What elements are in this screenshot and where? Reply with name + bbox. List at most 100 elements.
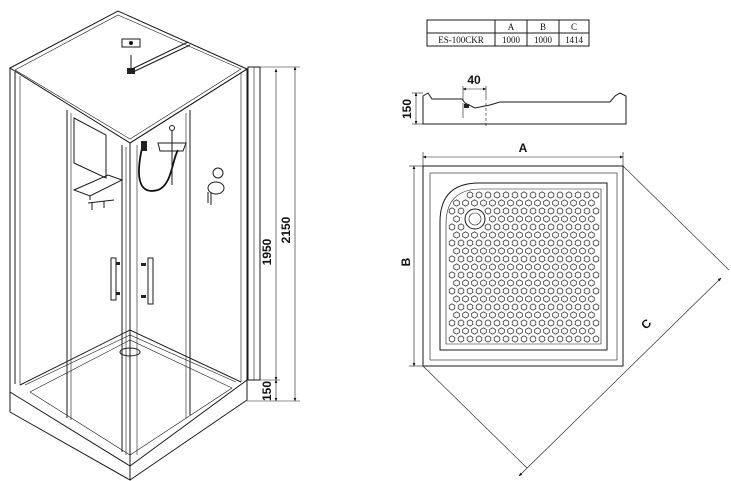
anti-slip-cell [538, 223, 546, 231]
anti-slip-cell [507, 279, 514, 287]
anti-slip-cell [574, 303, 582, 311]
anti-slip-cell [570, 231, 577, 239]
width-label: A [519, 141, 528, 155]
anti-slip-cell [498, 279, 505, 287]
anti-slip-cell [462, 311, 469, 319]
anti-slip-cell [466, 255, 474, 263]
anti-slip-cell [475, 335, 483, 343]
anti-slip-cell [588, 215, 595, 223]
anti-slip-cell [579, 327, 586, 335]
anti-slip-cell [588, 279, 595, 287]
anti-slip-cell [543, 279, 550, 287]
anti-slip-cell [556, 303, 564, 311]
anti-slip-cell [480, 279, 487, 287]
anti-slip-cell [493, 223, 501, 231]
anti-slip-cell [592, 319, 600, 327]
anti-slip-cell [520, 287, 528, 295]
anti-slip-cell [511, 191, 519, 199]
anti-slip-cell [525, 311, 532, 319]
profile-height-label: 150 [400, 99, 414, 119]
anti-slip-cell [507, 215, 514, 223]
anti-slip-cell [516, 231, 523, 239]
anti-slip-cell [556, 255, 564, 263]
anti-slip-cell [453, 311, 460, 319]
anti-slip-cell [511, 319, 519, 327]
anti-slip-cell [592, 239, 600, 247]
anti-slip-cell [516, 327, 523, 335]
anti-slip-cell [493, 207, 501, 215]
anti-slip-cell [588, 247, 595, 255]
anti-slip-cell [592, 287, 600, 295]
table-header-a: A [508, 22, 515, 32]
anti-slip-cell [583, 287, 591, 295]
anti-slip-cell [502, 239, 510, 247]
anti-slip-cell [525, 231, 532, 239]
anti-slip-cell [552, 327, 559, 335]
anti-slip-cell [511, 239, 519, 247]
anti-slip-cell [489, 247, 496, 255]
anti-slip-cell [556, 223, 564, 231]
anti-slip-cell [565, 303, 573, 311]
anti-slip-cell [453, 327, 460, 335]
anti-slip-cell [588, 295, 595, 303]
anti-slip-cell [565, 255, 573, 263]
anti-slip-cell [475, 255, 483, 263]
anti-slip-cell [592, 335, 600, 343]
anti-slip-cell [502, 319, 510, 327]
table-cell-c: 1414 [565, 35, 584, 45]
anti-slip-cell [462, 295, 469, 303]
anti-slip-cell [543, 263, 550, 271]
anti-slip-cell [534, 295, 541, 303]
anti-slip-cell [570, 295, 577, 303]
anti-slip-cell [462, 199, 469, 207]
anti-slip-cell [484, 207, 492, 215]
anti-slip-cell [534, 215, 541, 223]
anti-slip-cell [507, 247, 514, 255]
anti-slip-cell [457, 319, 465, 327]
anti-slip-cell [538, 319, 546, 327]
anti-slip-cell [453, 279, 460, 287]
anti-slip-cell [570, 215, 577, 223]
anti-slip-cell [457, 287, 465, 295]
anti-slip-cell [448, 255, 456, 263]
height-dimensions: 2150 1950 150 [247, 66, 300, 402]
anti-slip-cell [507, 327, 514, 335]
anti-slip-cell [457, 335, 465, 343]
anti-slip-cell [471, 327, 478, 335]
anti-slip-cell [480, 327, 487, 335]
anti-slip-cell [556, 271, 564, 279]
anti-slip-cell [579, 199, 586, 207]
table-header-c: C [571, 22, 577, 32]
anti-slip-cell [529, 271, 537, 279]
anti-slip-cell [466, 319, 474, 327]
anti-slip-cell [475, 239, 483, 247]
anti-slip-cell [556, 287, 564, 295]
anti-slip-cell [561, 199, 568, 207]
anti-slip-cell [471, 247, 478, 255]
anti-slip-cell [489, 279, 496, 287]
anti-slip-cell [552, 279, 559, 287]
anti-slip-cell [570, 311, 577, 319]
anti-slip-cell [525, 279, 532, 287]
diagonal-label: C [638, 316, 654, 332]
anti-slip-cell [588, 231, 595, 239]
anti-slip-cell [516, 279, 523, 287]
anti-slip-cell [462, 279, 469, 287]
anti-slip-cell [448, 271, 456, 279]
anti-slip-cell [529, 303, 537, 311]
anti-slip-cell [511, 335, 519, 343]
anti-slip-cell [579, 247, 586, 255]
anti-slip-cell [592, 207, 600, 215]
anti-slip-cell [570, 327, 577, 335]
anti-slip-cell [538, 303, 546, 311]
anti-slip-cell [498, 247, 505, 255]
anti-slip-cell [462, 247, 469, 255]
anti-slip-cell [570, 247, 577, 255]
anti-slip-cell [570, 279, 577, 287]
anti-slip-cell [529, 319, 537, 327]
anti-slip-cell [534, 231, 541, 239]
anti-slip-cell [534, 311, 541, 319]
anti-slip-cell [489, 215, 496, 223]
anti-slip-cell [565, 335, 573, 343]
anti-slip-cell [547, 223, 555, 231]
